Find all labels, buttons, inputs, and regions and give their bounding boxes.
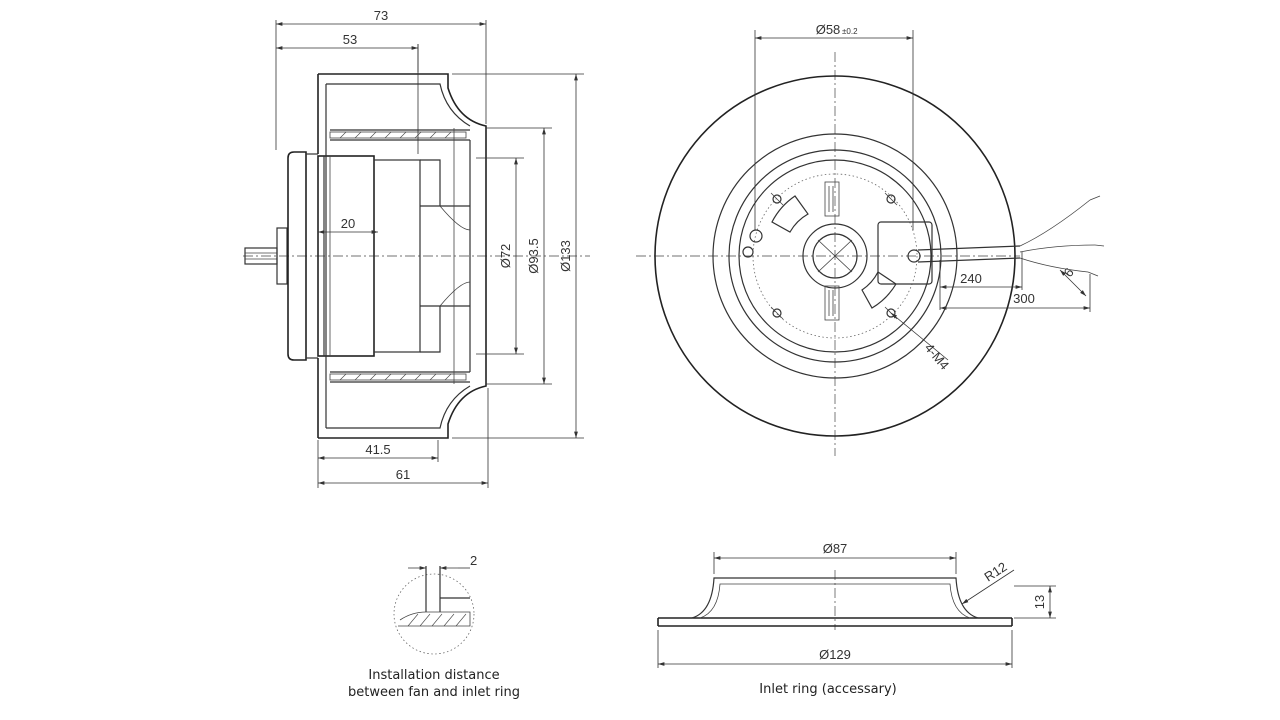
front-view-dimensions: Ø58 ±0.2 240 300 6 4-M4 xyxy=(754,22,1091,373)
detail-view: 2 Installation distance between fan and … xyxy=(348,553,520,700)
backplate-hatch xyxy=(329,131,467,381)
front-view xyxy=(636,52,1105,456)
dim-motor-diameter: Ø72 xyxy=(498,244,513,269)
dim-cable-300: 300 xyxy=(1013,291,1035,306)
dim-hub-offset: 20 xyxy=(341,216,355,231)
dim-ring-inner-diameter: Ø87 xyxy=(823,541,848,556)
dim-inlet-diameter: Ø93.5 xyxy=(526,238,541,273)
dim-ring-outer-diameter: Ø129 xyxy=(819,647,851,662)
dim-outer-diameter: Ø133 xyxy=(558,240,573,272)
detail-caption-line1: Installation distance xyxy=(368,668,499,683)
dim-hub-diameter: Ø58 xyxy=(816,22,841,37)
dim-ring-radius: R12 xyxy=(981,559,1009,585)
dim-depth-41: 41.5 xyxy=(365,442,390,457)
dim-ring-height: 13 xyxy=(1032,595,1047,609)
ring-caption: Inlet ring (accessary) xyxy=(759,682,896,697)
inlet-ring-view: Ø87 R12 13 Ø129 Inlet ring (accessary) xyxy=(657,541,1056,697)
detail-caption-line2: between fan and inlet ring xyxy=(348,685,520,700)
label-mount-holes: 4-M4 xyxy=(922,340,953,372)
side-view-dimensions: 73 53 20 Ø72 Ø93.5 Ø133 41.5 61 xyxy=(275,8,584,488)
dim-gap: 2 xyxy=(470,553,477,568)
dim-overall-depth: 73 xyxy=(374,8,388,23)
dim-depth-to-flange: 53 xyxy=(343,32,357,47)
dim-strip-length: 6 xyxy=(1061,265,1077,280)
dim-cable-240: 240 xyxy=(960,271,982,286)
dim-depth-61: 61 xyxy=(396,467,410,482)
dim-hub-tolerance: ±0.2 xyxy=(842,27,858,36)
side-view xyxy=(243,73,590,439)
